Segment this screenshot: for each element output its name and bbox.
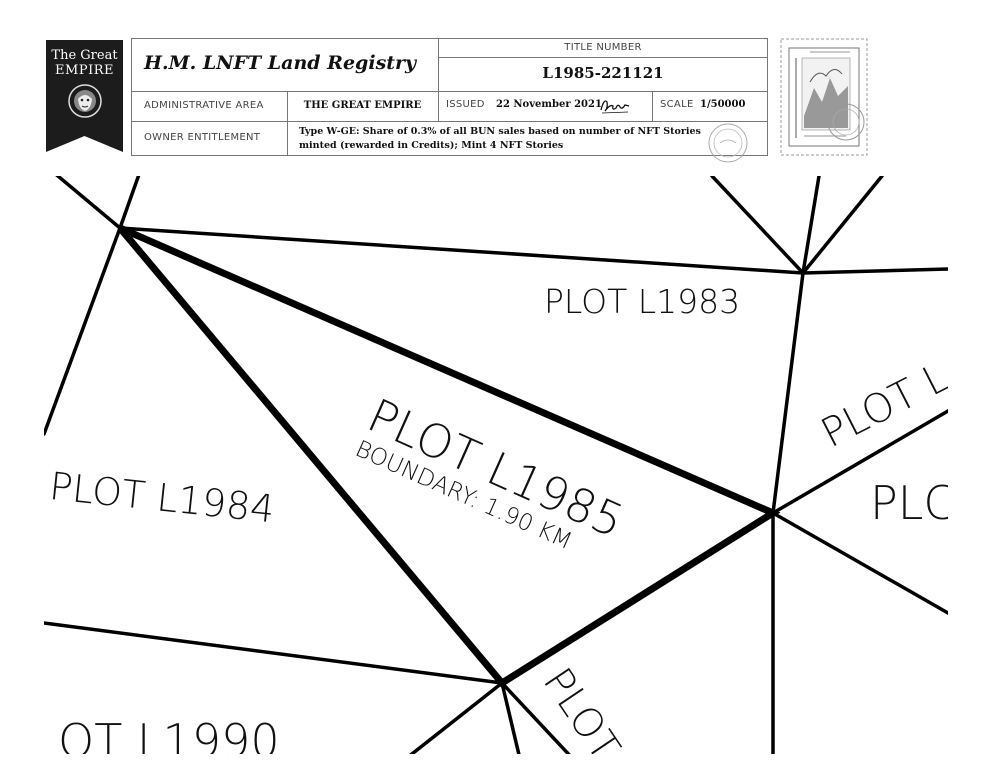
owner-entitlement-value: Type W-GE: Share of 0.3% of all BUN sale… bbox=[299, 126, 701, 151]
owner-entitlement-label: OWNER ENTITLEMENT bbox=[144, 132, 261, 143]
boundary-line bbox=[771, 409, 948, 515]
boundary-line bbox=[118, 226, 805, 275]
plot-boundaries bbox=[44, 176, 948, 754]
registry-title: H.M. LNFT Land Registry bbox=[144, 52, 417, 74]
boundary-line bbox=[55, 176, 122, 230]
admin-area-value: THE GREAT EMPIRE bbox=[303, 100, 422, 111]
title-number-label: TITLE NUMBER bbox=[564, 42, 642, 53]
boundary-line bbox=[500, 681, 571, 754]
boundary-line bbox=[801, 267, 948, 275]
plot-label-partial-plc: PLC bbox=[870, 476, 948, 530]
issued-label: ISSUED bbox=[446, 99, 485, 110]
boundary-line bbox=[118, 176, 141, 230]
boundary-line bbox=[801, 176, 884, 275]
boundary-line bbox=[409, 681, 504, 754]
plot-label-l1990: OT L1990 bbox=[58, 714, 280, 754]
boundary-line bbox=[44, 621, 504, 685]
boundary-line bbox=[710, 176, 805, 275]
boundary-line bbox=[771, 511, 948, 615]
boundary-line bbox=[801, 176, 821, 275]
scale-label: SCALE bbox=[660, 99, 694, 110]
plot-l1985-boundary bbox=[117, 224, 781, 688]
boundary-line bbox=[771, 271, 805, 515]
logo-line-2: EMPIRE bbox=[55, 63, 114, 78]
lion-crest-icon bbox=[68, 84, 102, 118]
scale-value: 1/50000 bbox=[700, 99, 746, 110]
empire-logo: The Great EMPIRE bbox=[46, 40, 123, 152]
boundary-line bbox=[500, 681, 521, 754]
boundary-line bbox=[44, 226, 122, 436]
title-number: L1985-221121 bbox=[542, 64, 664, 82]
plot-map: PLOT L1983 PLOT L1984 PLOT L1985 BOUNDAR… bbox=[44, 176, 948, 754]
logo-line-1: The Great bbox=[51, 48, 118, 63]
signature-icon bbox=[600, 100, 630, 114]
issued-date: 22 November 2021 bbox=[496, 99, 602, 110]
round-seal-icon bbox=[708, 123, 748, 163]
postage-stamp-icon bbox=[780, 38, 868, 156]
plot-label-l1983: PLOT L1983 bbox=[544, 282, 741, 321]
admin-area-label: ADMINISTRATIVE AREA bbox=[144, 100, 264, 111]
registry-header: H.M. LNFT Land Registry TITLE NUMBER L19… bbox=[131, 38, 768, 163]
